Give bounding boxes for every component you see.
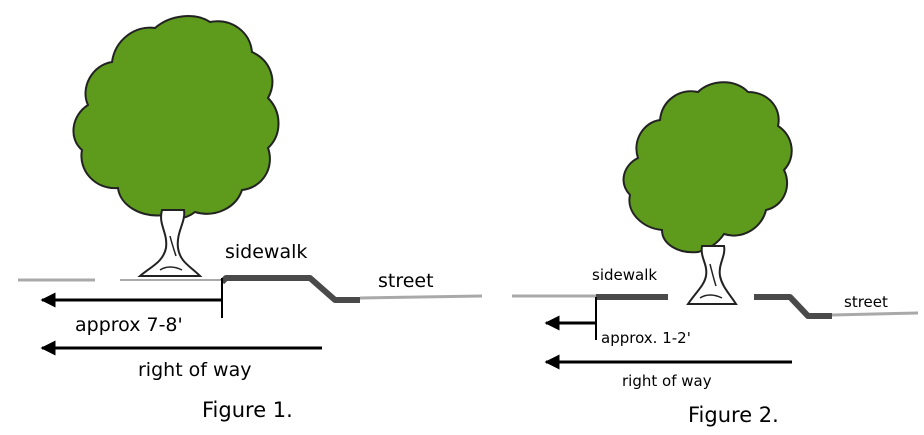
tree-2-trunk-detail — [699, 263, 723, 299]
figure-caption-2: Figure 2. — [688, 403, 779, 427]
street-line-2 — [831, 311, 919, 317]
sidewalk-label-2: sidewalk — [592, 266, 657, 284]
right-of-way-label-2: right of way — [622, 372, 712, 390]
tree-1-canopy — [72, 15, 280, 220]
sidewalk-1 — [219, 275, 360, 303]
tree-2-canopy — [622, 81, 793, 254]
street-label-2: street — [844, 293, 888, 311]
right-of-way-label-1: right of way — [138, 359, 251, 381]
street-label-1: street — [378, 270, 434, 292]
figure-2: sidewalk street approx. 1-2' right of wa… — [512, 81, 919, 427]
figure-1: sidewalk street approx 7-8' right of way… — [18, 15, 483, 422]
figure-caption-1: Figure 1. — [202, 398, 293, 422]
sidewalk-2-right — [754, 294, 832, 319]
tree-1-trunk — [137, 209, 203, 277]
sidewalk-label-1: sidewalk — [225, 241, 307, 263]
tree-2-trunk — [686, 245, 738, 305]
street-line-1 — [359, 294, 483, 300]
distance-label-2: approx. 1-2' — [601, 329, 691, 347]
distance-label-1: approx 7-8' — [75, 314, 183, 336]
tree-1-trunk-detail — [159, 235, 183, 271]
